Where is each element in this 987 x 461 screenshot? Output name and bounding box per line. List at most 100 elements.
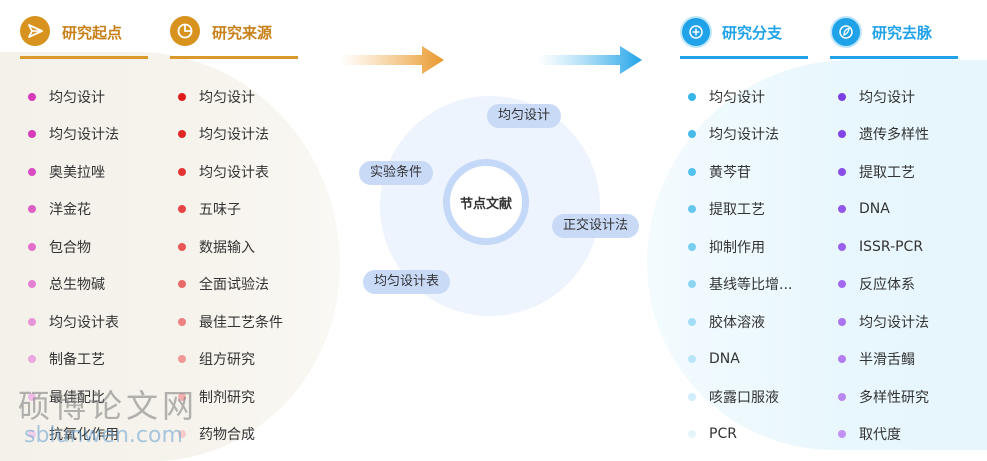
keyword-list: 均匀设计均匀设计法奥美拉唑洋金花包合物总生物碱均匀设计表制备工艺最佳配比抗氧化作… xyxy=(28,78,119,453)
keyword-item[interactable]: PCR xyxy=(688,416,792,454)
keyword-label: 提取工艺 xyxy=(859,164,915,181)
keyword-label: 多样性研究 xyxy=(859,389,929,406)
keyword-item[interactable]: 药物合成 xyxy=(178,416,283,454)
keyword-item[interactable]: 奥美拉唑 xyxy=(28,153,119,191)
right-background-blob xyxy=(647,60,987,450)
keyword-label: 最佳配比 xyxy=(49,389,105,406)
bullet-dot xyxy=(178,167,186,176)
keyword-item[interactable]: 最佳配比 xyxy=(28,378,119,416)
left-background-blob xyxy=(0,52,340,461)
bullet-dot xyxy=(838,317,846,326)
watermark-cn: 硕博论文网 xyxy=(18,387,199,425)
bullet-dot xyxy=(178,130,186,139)
keyword-label: 最佳工艺条件 xyxy=(199,314,283,331)
keyword-item[interactable]: 均匀设计法 xyxy=(838,303,929,341)
paper-plane-icon xyxy=(20,16,50,46)
keyword-label: 基线等比增... xyxy=(709,277,793,294)
keyword-item[interactable]: 抗氧化作用 xyxy=(28,416,119,454)
keyword-item[interactable]: 总生物碱 xyxy=(28,266,119,304)
keyword-item[interactable]: 取代度 xyxy=(838,416,929,454)
bullet-dot xyxy=(688,280,696,289)
bullet-dot xyxy=(178,205,186,214)
keyword-label: 制备工艺 xyxy=(49,352,105,369)
bullet-dot xyxy=(178,317,186,326)
keyword-label: 均匀设计 xyxy=(199,89,255,106)
keyword-pill[interactable]: 正交设计法 xyxy=(552,214,640,238)
flow-arrow-blue xyxy=(538,46,642,74)
bullet-dot xyxy=(838,280,846,289)
keyword-item[interactable]: 均匀设计表 xyxy=(28,303,119,341)
keyword-label: 黄芩苷 xyxy=(709,164,751,181)
keyword-item[interactable]: ISSR-PCR xyxy=(838,228,929,266)
keyword-item[interactable]: 咳露口服液 xyxy=(688,378,792,416)
keyword-item[interactable]: 提取工艺 xyxy=(688,191,792,229)
keyword-item[interactable]: 半滑舌鳎 xyxy=(838,341,929,379)
keyword-item[interactable]: 全面试验法 xyxy=(178,266,283,304)
keyword-item[interactable]: 包合物 xyxy=(28,228,119,266)
keyword-list: 均匀设计均匀设计法均匀设计表五味子数据输入全面试验法最佳工艺条件组方研究制剂研究… xyxy=(178,78,283,453)
bullet-dot xyxy=(28,392,36,401)
keyword-item[interactable]: 均匀设计 xyxy=(838,78,929,116)
keyword-item[interactable]: 遗传多样性 xyxy=(838,116,929,154)
keyword-pill[interactable]: 均匀设计表 xyxy=(363,270,451,294)
keyword-item[interactable]: 数据输入 xyxy=(178,228,283,266)
keyword-item[interactable]: DNA xyxy=(688,341,792,379)
keyword-label: 均匀设计 xyxy=(859,89,915,106)
bullet-dot xyxy=(688,242,696,251)
keyword-item[interactable]: DNA xyxy=(838,191,929,229)
keyword-item[interactable]: 组方研究 xyxy=(178,341,283,379)
bullet-dot xyxy=(688,92,696,101)
keyword-item[interactable]: 多样性研究 xyxy=(838,378,929,416)
bullet-dot xyxy=(688,167,696,176)
bullet-dot xyxy=(688,355,696,364)
keyword-label: 全面试验法 xyxy=(199,277,269,294)
keyword-label: 抑制作用 xyxy=(709,239,765,256)
keyword-label: 均匀设计法 xyxy=(709,127,779,144)
bullet-dot xyxy=(178,430,186,439)
keyword-item[interactable]: 均匀设计法 xyxy=(178,116,283,154)
keyword-pill[interactable]: 均匀设计 xyxy=(487,104,562,128)
keyword-item[interactable]: 提取工艺 xyxy=(838,153,929,191)
keyword-label: 药物合成 xyxy=(199,427,255,444)
keyword-label: 均匀设计表 xyxy=(49,314,119,331)
bullet-dot xyxy=(688,205,696,214)
keyword-item[interactable]: 均匀设计法 xyxy=(688,116,792,154)
keyword-item[interactable]: 均匀设计法 xyxy=(28,116,119,154)
bullet-dot xyxy=(838,130,846,139)
center-node[interactable]: 节点文献 xyxy=(443,159,529,245)
leaf-circle-icon xyxy=(830,16,862,48)
keyword-label: 遗传多样性 xyxy=(859,127,929,144)
keyword-label: 半滑舌鳎 xyxy=(859,352,915,369)
bullet-dot xyxy=(28,317,36,326)
keyword-item[interactable]: 黄芩苷 xyxy=(688,153,792,191)
keyword-label: 咳露口服液 xyxy=(709,389,779,406)
keyword-item[interactable]: 最佳工艺条件 xyxy=(178,303,283,341)
keyword-item[interactable]: 洋金花 xyxy=(28,191,119,229)
bullet-dot xyxy=(178,242,186,251)
keyword-item[interactable]: 五味子 xyxy=(178,191,283,229)
bullet-dot xyxy=(838,205,846,214)
bullet-dot xyxy=(838,242,846,251)
bullet-dot xyxy=(838,167,846,176)
keyword-label: 均匀设计法 xyxy=(859,314,929,331)
keyword-item[interactable]: 均匀设计 xyxy=(688,78,792,116)
center-node-label: 节点文献 xyxy=(459,196,512,212)
keyword-item[interactable]: 胶体溶液 xyxy=(688,303,792,341)
keyword-item[interactable]: 均匀设计表 xyxy=(178,153,283,191)
keyword-item[interactable]: 制备工艺 xyxy=(28,341,119,379)
keyword-item[interactable]: 基线等比增... xyxy=(688,266,792,304)
bullet-dot xyxy=(28,355,36,364)
keyword-item[interactable]: 反应体系 xyxy=(838,266,929,304)
keyword-item[interactable]: 抑制作用 xyxy=(688,228,792,266)
keyword-label: 取代度 xyxy=(859,427,901,444)
bullet-dot xyxy=(178,280,186,289)
column-header: 研究分支 xyxy=(680,16,808,59)
keyword-pill[interactable]: 实验条件 xyxy=(359,161,434,185)
keyword-label: 奥美拉唑 xyxy=(49,164,105,181)
keyword-item[interactable]: 均匀设计 xyxy=(28,78,119,116)
keyword-label: 均匀设计 xyxy=(49,89,105,106)
keyword-item[interactable]: 制剂研究 xyxy=(178,378,283,416)
keyword-item[interactable]: 均匀设计 xyxy=(178,78,283,116)
bullet-dot xyxy=(28,130,36,139)
plus-circle-icon xyxy=(680,16,712,48)
